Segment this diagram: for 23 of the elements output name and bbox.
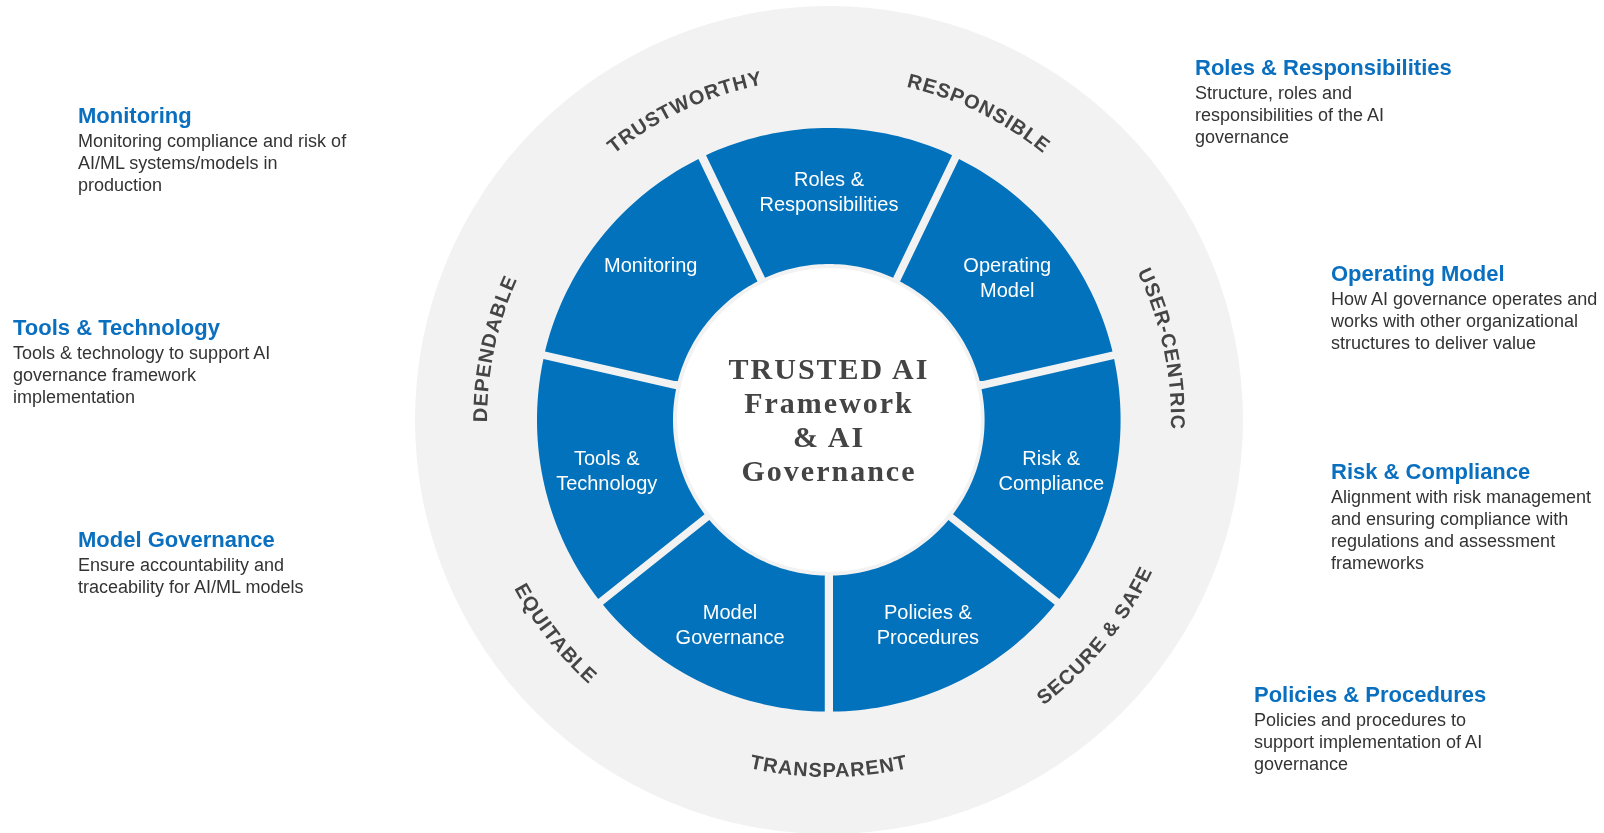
section-heading: Risk & Compliance [1331, 459, 1531, 485]
segment-label: Risk & Compliance [997, 445, 1106, 496]
ring-label: TRANSPARENT [748, 750, 910, 781]
description-text: Structure, roles and responsibilities of the AI governance [1195, 82, 1386, 148]
section-heading: Model Governance [78, 527, 275, 553]
segment-label: Roles & Responsibilities [759, 167, 899, 217]
segment-label: Tools & Technology [555, 445, 659, 496]
description-text: Alignment with risk management and ensuring compliance with regulations and assessment frameworks [1331, 486, 1593, 574]
description-text: Policies and procedures to support implementation of AI governance [1254, 709, 1484, 775]
center-title: TRUSTED AI Framework & AI Governance [727, 352, 931, 488]
segment-label: Monitoring [603, 252, 699, 278]
description-text: Monitoring compliance and risk of AI/ML systems/models in production [78, 130, 348, 196]
segment-label: Policies & Procedures [875, 600, 981, 651]
section-heading: Operating Model [1331, 261, 1505, 287]
segment-label: Model Governance [674, 600, 786, 651]
description-text: Ensure accountability and traceability for AI/ML models [78, 554, 305, 598]
segment-label: Operating Model [962, 252, 1053, 303]
section-heading: Roles & Responsibilities [1195, 55, 1452, 81]
section-heading: Monitoring [78, 103, 192, 129]
description-text: Tools & technology to support AI governance framework implementation [13, 342, 272, 408]
section-heading: Tools & Technology [13, 315, 220, 341]
section-heading: Policies & Procedures [1254, 682, 1487, 708]
description-text: How AI governance operates and works with other organizational structures to deliver value [1331, 288, 1599, 354]
